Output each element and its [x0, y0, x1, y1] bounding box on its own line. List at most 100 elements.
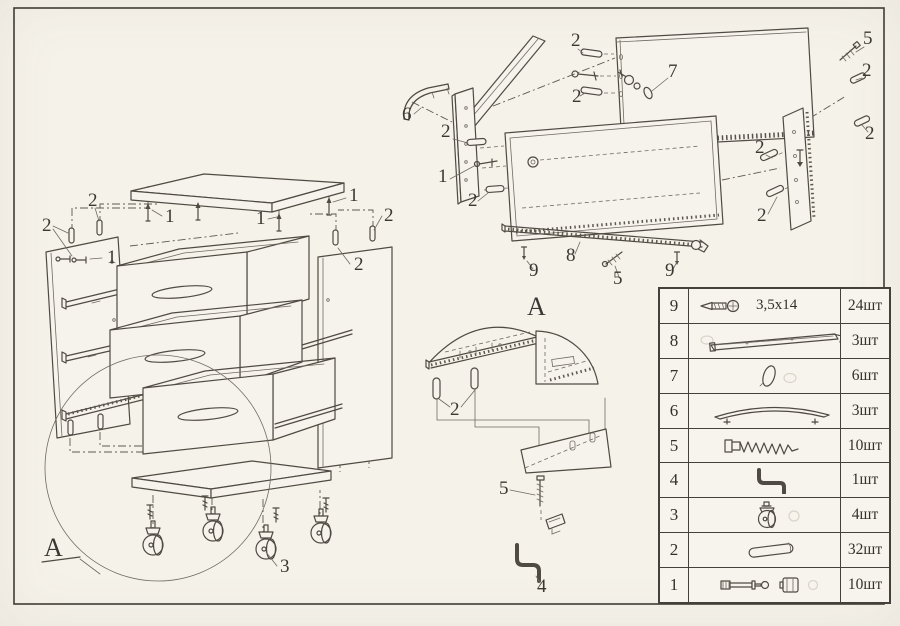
detail-letter: A — [527, 292, 546, 321]
callout-label: 5 — [863, 28, 873, 49]
part-quantity: 24шт — [840, 289, 889, 323]
table-row: 1 10шт — [660, 567, 889, 603]
part-quantity: 4шт — [840, 498, 889, 533]
part-number: 5 — [660, 428, 689, 463]
part-quantity: 32шт — [840, 533, 889, 568]
callout-label: 1 — [256, 208, 266, 229]
callout-label: 4 — [537, 576, 547, 597]
dowel-pin — [432, 377, 441, 400]
callout-label: 2 — [865, 123, 875, 144]
confirmat-screw-icon — [724, 438, 799, 455]
detail-circle-marker — [44, 354, 272, 582]
drawer-handle-slot — [177, 407, 239, 421]
part-number: 9 — [660, 289, 689, 323]
drawer-slide-rail — [501, 223, 709, 253]
confirmat-screw — [601, 251, 623, 268]
parts-table: 9 3,5x14 24шт 8 3шт — [658, 287, 891, 604]
dowel-icon — [748, 542, 794, 558]
drawer-handle-slot — [144, 349, 206, 363]
callout-label: 2 — [354, 254, 364, 275]
cam-bolt — [473, 158, 498, 168]
part-quantity: 10шт — [840, 428, 889, 463]
handle-icon — [714, 406, 830, 425]
routing-lines — [436, 388, 606, 449]
bottom-panel-corner — [520, 428, 612, 474]
part-number: 3 — [660, 498, 689, 533]
callout-label: 6 — [402, 104, 412, 125]
callout-label: 3 — [280, 556, 290, 577]
dowel-pins — [466, 48, 603, 194]
drawer-handle — [403, 83, 450, 121]
hex-key — [515, 543, 541, 583]
table-row: 6 3шт — [660, 392, 889, 428]
callout-label: 2 — [441, 121, 451, 142]
cover-cap-icon — [759, 364, 797, 387]
caster-icon — [757, 501, 800, 529]
screw-size-label: 3,5x14 — [756, 297, 798, 314]
confirmat-screw-vertical — [536, 475, 545, 507]
callout-label: 8 — [566, 245, 576, 266]
part-drawing-cell — [689, 324, 840, 358]
bottom-panel — [131, 460, 332, 499]
callout-label: 2 — [450, 399, 460, 420]
part-number: 2 — [660, 533, 689, 568]
table-row: 9 3,5x14 24шт — [660, 289, 889, 323]
drawer-box-1 — [116, 235, 310, 333]
cabinet-callouts: 2 2 1 1 1 1 2 2 3 — [42, 185, 394, 577]
cam-bolt-and-lock-icon — [720, 577, 819, 593]
cam-bolt — [571, 70, 599, 81]
callout-label: 2 — [384, 205, 394, 226]
cam-bolts-vertical — [145, 197, 332, 232]
part-drawing-cell — [689, 568, 840, 602]
callout-label: 2 — [88, 190, 98, 211]
part-quantity: 3шт — [840, 323, 889, 358]
top-panel — [130, 173, 345, 213]
table-row: 5 10шт — [660, 427, 889, 463]
detail-view-a: A — [425, 292, 612, 597]
callout-label: 2 — [862, 60, 872, 81]
detail-callouts: 2 5 4 — [438, 389, 547, 597]
part-number: 8 — [660, 323, 689, 358]
detail-letter-cabinet: A — [44, 533, 63, 562]
caster-wheels — [142, 506, 332, 560]
cabinet-exploded-view: A 2 2 1 1 1 1 2 2 3 — [41, 173, 394, 582]
part-number: 7 — [660, 358, 689, 393]
callout-label: 2 — [757, 205, 767, 226]
part-drawing-cell — [689, 498, 840, 532]
hex-key-icon — [757, 468, 786, 495]
table-row: 2 32шт — [660, 532, 889, 568]
part-drawing-cell: 3,5x14 — [689, 289, 840, 323]
callout-label: 2 — [42, 215, 52, 236]
caster-screws — [146, 495, 330, 523]
detail-dome-arc — [425, 326, 545, 367]
part-quantity: 6шт — [840, 358, 889, 393]
cam-bolts-horizontal — [55, 255, 103, 264]
detail-letter-underline — [41, 556, 81, 563]
cam-lock-assembly — [617, 69, 641, 90]
part-drawing-cell — [689, 429, 840, 463]
drawer-exploded-view: 2 7 2 5 2 2 6 2 1 2 2 2 8 9 — [402, 27, 875, 289]
callout-label: 2 — [468, 190, 478, 211]
callout-label: 1 — [165, 206, 175, 227]
table-row: 3 4шт — [660, 497, 889, 533]
small-screw — [796, 149, 804, 167]
detail-slide-rail — [425, 331, 540, 370]
callout-label: 5 — [613, 268, 623, 289]
callout-label: 1 — [107, 247, 117, 268]
table-row: 7 6шт — [660, 357, 889, 393]
drawer-callouts: 2 7 2 5 2 2 6 2 1 2 2 2 8 9 — [402, 28, 875, 289]
part-number: 1 — [660, 568, 689, 603]
part-quantity: 10шт — [840, 568, 889, 603]
detail-corner-inset — [535, 330, 599, 385]
slide-rail-icon — [700, 333, 840, 352]
corner-bracket — [545, 513, 566, 535]
callout-label: 7 — [668, 61, 678, 82]
dowel-pin — [470, 367, 479, 390]
callout-label: 9 — [665, 260, 675, 281]
part-number: 4 — [660, 463, 689, 498]
callout-label: 2 — [755, 137, 765, 158]
part-quantity: 3шт — [840, 393, 889, 428]
part-drawing-cell — [689, 533, 840, 567]
